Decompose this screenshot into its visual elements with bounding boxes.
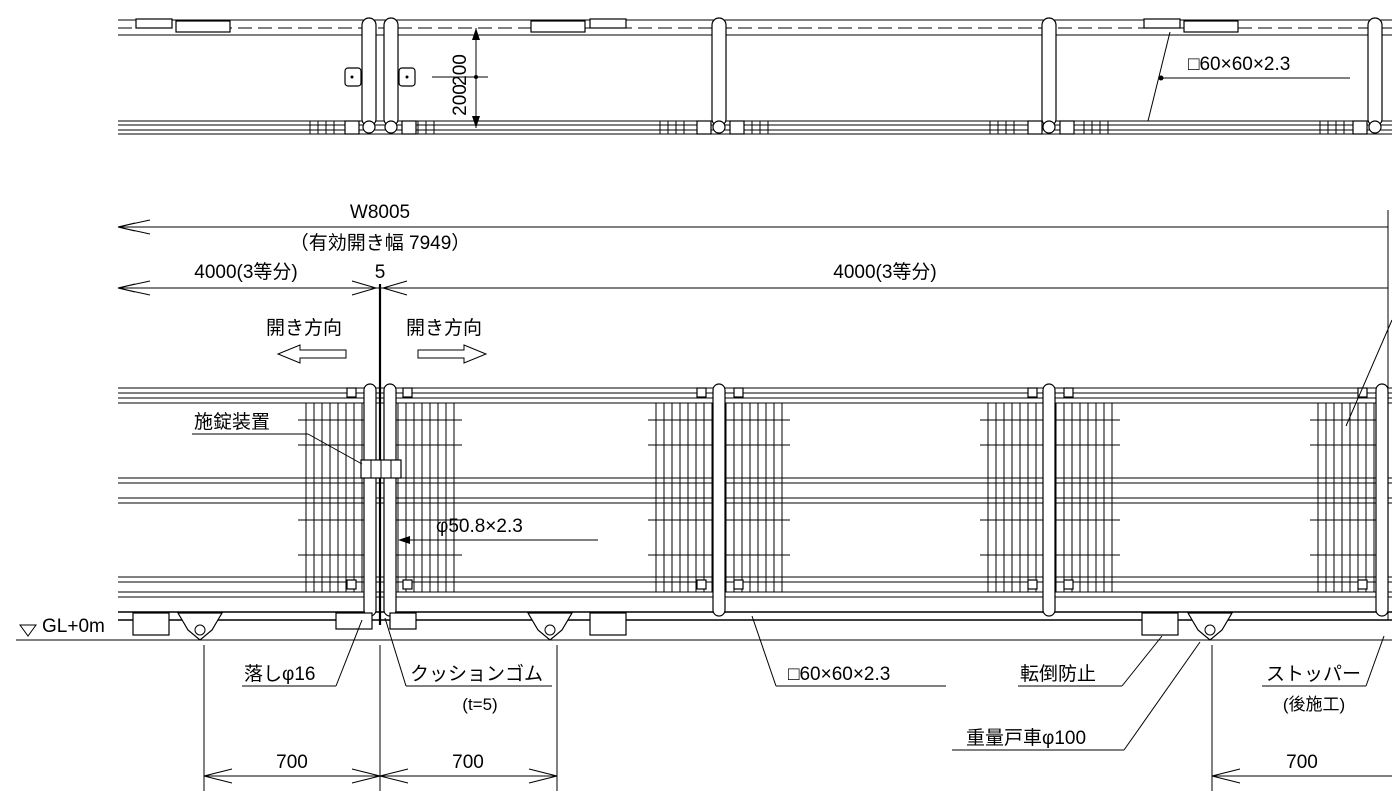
- square-pipe-top-label: □60×60×2.3: [1188, 54, 1290, 75]
- dim-700-middle: 700: [452, 752, 484, 773]
- ground-level-label: GL+0m: [42, 616, 105, 637]
- dim-200-upper: 200: [450, 54, 471, 86]
- gap-label: 5: [375, 262, 386, 283]
- overall-dimensions: W8005 （有効開き幅 7949） 4000(3等分) 5 4000(3等分)…: [117, 202, 1389, 620]
- bottom-dimensions: 700 700 700: [203, 752, 1392, 784]
- plan-view: 200 200 □60×60×2.3: [118, 17, 1392, 135]
- effective-opening-label: （有効開き幅 7949）: [290, 232, 471, 254]
- anti-tip-label: 転倒防止: [1020, 663, 1096, 685]
- open-direction-left-label: 開き方向: [266, 317, 342, 339]
- round-pipe-label: φ50.8×2.3: [436, 516, 523, 537]
- open-left-arrow: [276, 344, 347, 364]
- dim-700-right: 700: [1286, 752, 1318, 773]
- overall-width-label: W8005: [350, 202, 410, 223]
- dim-700-left: 700: [276, 752, 308, 773]
- cushion-rubber-label: クッションゴム: [410, 663, 543, 685]
- open-direction-right-label: 開き方向: [406, 317, 482, 339]
- lock-device-label: 施錠装置: [194, 411, 270, 433]
- square-pipe-bottom-label: □60×60×2.3: [788, 664, 890, 685]
- cushion-thickness-label: (t=5): [462, 695, 497, 714]
- elevation-view: GL+0m: [16, 284, 1392, 791]
- annotations: 施錠装置 φ50.8×2.3 落しφ16 クッションゴム (t=5) □60×6…: [192, 319, 1392, 751]
- left-span-label: 4000(3等分): [194, 261, 298, 283]
- drop-rod-label: 落しφ16: [244, 663, 315, 685]
- stopper-note-label: (後施工): [1283, 695, 1345, 714]
- open-right-arrow: [417, 344, 488, 364]
- heavy-wheel-label: 重量戸車φ100: [966, 727, 1086, 749]
- dim-200-lower: 200: [450, 84, 471, 116]
- stopper-label: ストッパー: [1266, 664, 1361, 685]
- right-span-label: 4000(3等分): [833, 261, 937, 283]
